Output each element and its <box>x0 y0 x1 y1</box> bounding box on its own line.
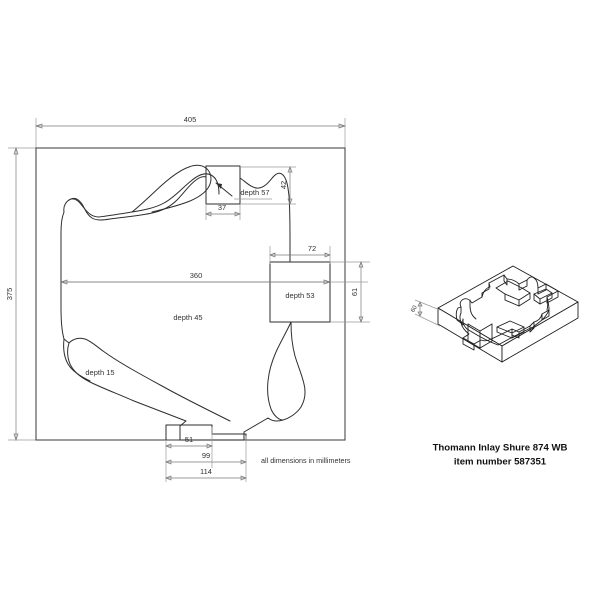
dimension-label-pocket-top-height: 42 <box>279 181 288 189</box>
dimension-label-overall-height: 375 <box>5 288 14 301</box>
units-note: all dimensions in millimeters <box>261 456 351 465</box>
isometric-view: 60 <box>410 265 579 363</box>
dimension-label-overall-width: 405 <box>184 115 197 124</box>
dimension-overall-width: 405 <box>34 115 347 152</box>
dimension-label-cavity-width: 360 <box>190 271 203 280</box>
dimension-label-bottom-notch-a: 51 <box>185 435 193 444</box>
pocket-top-depth-57: depth 57 37 42 <box>205 165 296 220</box>
dimension-iso-thickness: 60 <box>410 299 441 327</box>
pocket-right-depth-53: depth 53 72 61 <box>269 244 370 323</box>
dimension-label-bottom-notch-c: 114 <box>200 467 212 476</box>
depth-callout-15: depth 15 <box>85 368 114 377</box>
dimension-label-pocket-right-width: 72 <box>308 244 316 253</box>
dimension-label-pocket-right-height: 61 <box>350 288 359 296</box>
item-number: item number 587351 <box>454 457 547 468</box>
depth-callout-53: depth 53 <box>285 291 314 300</box>
dimension-overall-height: 375 <box>5 146 40 442</box>
cavity-outline <box>60 164 331 441</box>
depth-callout-45: depth 45 <box>173 313 202 322</box>
bottom-notch-dimensions: 51 99 114 <box>165 424 247 482</box>
title-block: Thomann Inlay Shure 874 WB item number 5… <box>433 443 568 468</box>
depth-callout-57: depth 57 <box>240 188 269 197</box>
dimension-label-bottom-notch-b: 99 <box>202 451 210 460</box>
dimension-label-iso-thickness: 60 <box>410 304 419 313</box>
product-title: Thomann Inlay Shure 874 WB <box>433 443 568 454</box>
dimension-cavity-width: 360 <box>59 271 368 285</box>
dimension-label-pocket-top-width: 37 <box>218 203 226 212</box>
